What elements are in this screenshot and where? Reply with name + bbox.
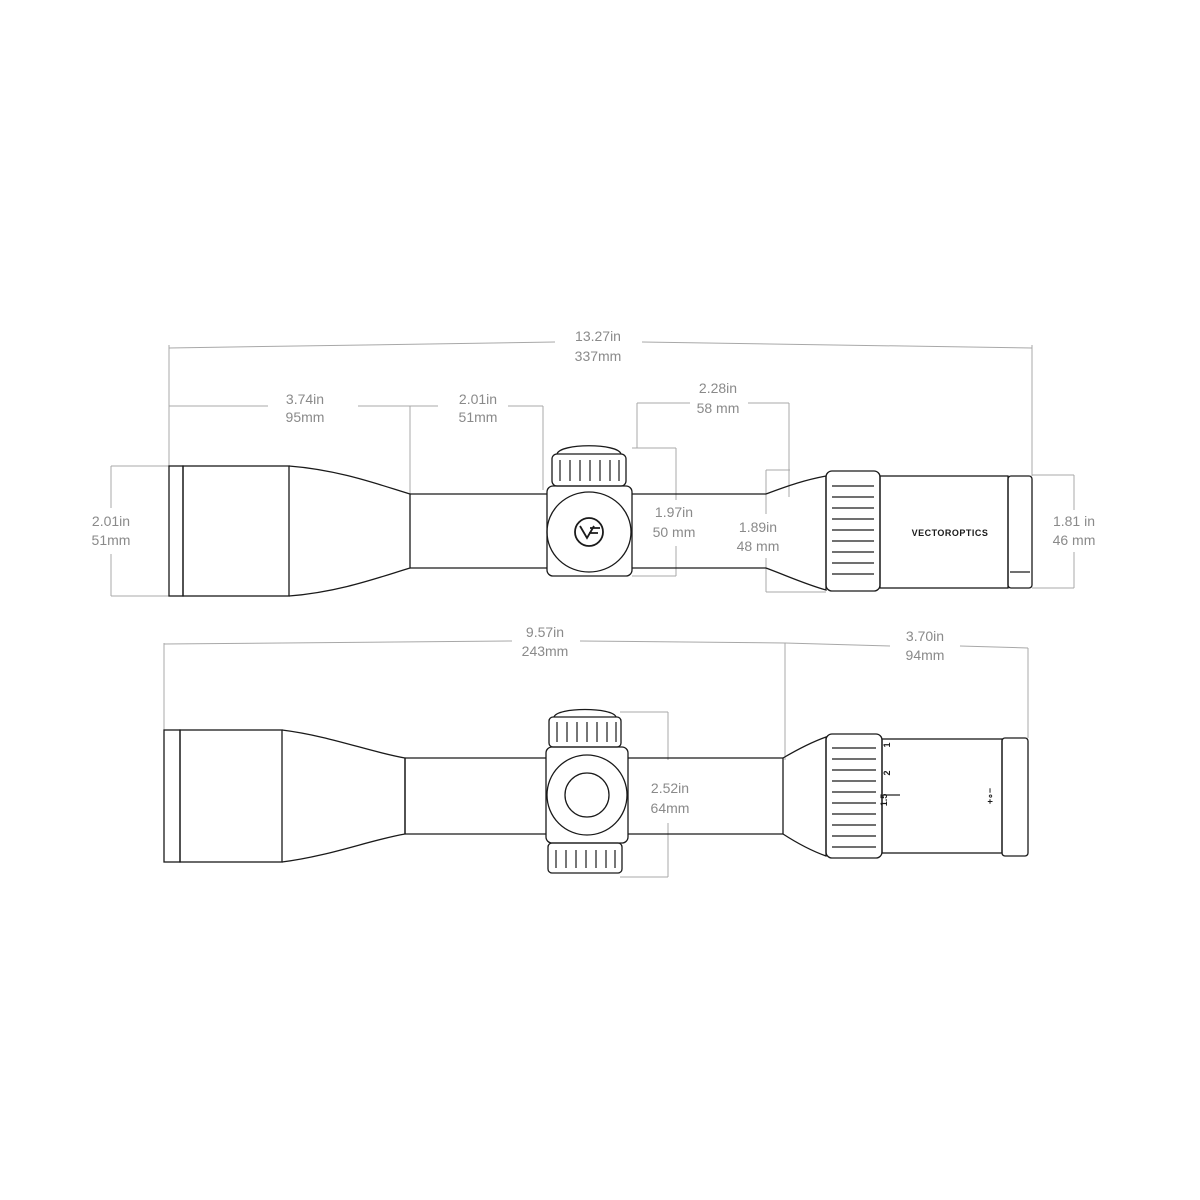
eyepiece-length-mm: 94mm — [906, 647, 945, 663]
magnification-ring — [825, 470, 881, 592]
parallax-knob-icon — [546, 754, 628, 836]
side-objective-bell — [179, 729, 283, 863]
tube-section-mm: 51mm — [459, 409, 498, 425]
mag-mark-2: 2 — [882, 770, 892, 775]
top-dimension-lines — [110, 341, 1075, 597]
front-to-eyepiece-in: 9.57in — [526, 624, 564, 640]
top-knurling — [559, 460, 874, 575]
mag-mark-1: 1 — [882, 742, 892, 747]
eyepiece-ring-diameter-in: 1.89in — [739, 519, 777, 535]
tube-section-in: 2.01in — [459, 391, 497, 407]
side-view: 1 2 1.5 +∘− 9.57in 243mm 3.70in 94mm 2.5… — [163, 624, 1029, 878]
overall-length-in: 13.27in — [575, 328, 621, 344]
objective-bell — [182, 465, 290, 597]
objective-diameter-in: 2.01in — [92, 513, 130, 529]
top-scope-body — [168, 445, 1033, 597]
side-objective-front-ring — [163, 729, 181, 863]
overall-length-mm: 337mm — [575, 348, 622, 364]
side-turret-cap — [546, 491, 632, 573]
brand-text: VECTOROPTICS — [912, 528, 989, 538]
turret-width-mm: 64mm — [651, 800, 690, 816]
mag-mark-1-5: 1.5 — [879, 794, 889, 807]
eyepiece-section-in: 2.28in — [699, 380, 737, 396]
brand-logo-icon — [574, 517, 604, 547]
turret-height-in: 1.97in — [655, 504, 693, 520]
side-turret-housing — [545, 746, 629, 844]
eyepiece-length-in: 3.70in — [906, 628, 944, 644]
turret-height-mm: 50 mm — [653, 524, 696, 540]
elevation-turret — [551, 453, 627, 487]
objective-section-in: 3.74in — [286, 391, 324, 407]
side-magnification-ring — [825, 733, 883, 859]
side-dimension-lines — [163, 640, 1029, 878]
side-eyepiece-cone — [782, 736, 827, 857]
side-elevation-turret — [548, 716, 622, 748]
ocular-end-ring — [1007, 475, 1033, 589]
objective-front-ring — [168, 465, 184, 597]
eyepiece-section-mm: 58 mm — [697, 400, 740, 416]
side-knurling — [555, 722, 900, 868]
front-to-eyepiece-mm: 243mm — [522, 643, 569, 659]
side-objective-taper — [281, 729, 406, 863]
objective-section-mm: 95mm — [286, 409, 325, 425]
eyepiece-cone — [765, 475, 827, 591]
objective-diameter-mm: 51mm — [92, 532, 131, 548]
ocular-diameter-mm: 46 mm — [1053, 532, 1096, 548]
turret-width-in: 2.52in — [651, 780, 689, 796]
side-bottom-turret — [547, 842, 623, 874]
side-ocular-housing — [881, 738, 1003, 854]
turret-housing — [546, 485, 633, 577]
ocular-diameter-in: 1.81 in — [1053, 513, 1095, 529]
top-view: VECTOROPTICS 13.27in 337mm 3.74in 95mm 2… — [92, 328, 1096, 597]
objective-taper — [288, 465, 411, 597]
side-scope-body — [163, 708, 1029, 874]
side-ocular-end-ring — [1001, 737, 1029, 857]
diopter-mark: +∘− — [985, 788, 995, 804]
eyepiece-ring-diameter-mm: 48 mm — [737, 538, 780, 554]
